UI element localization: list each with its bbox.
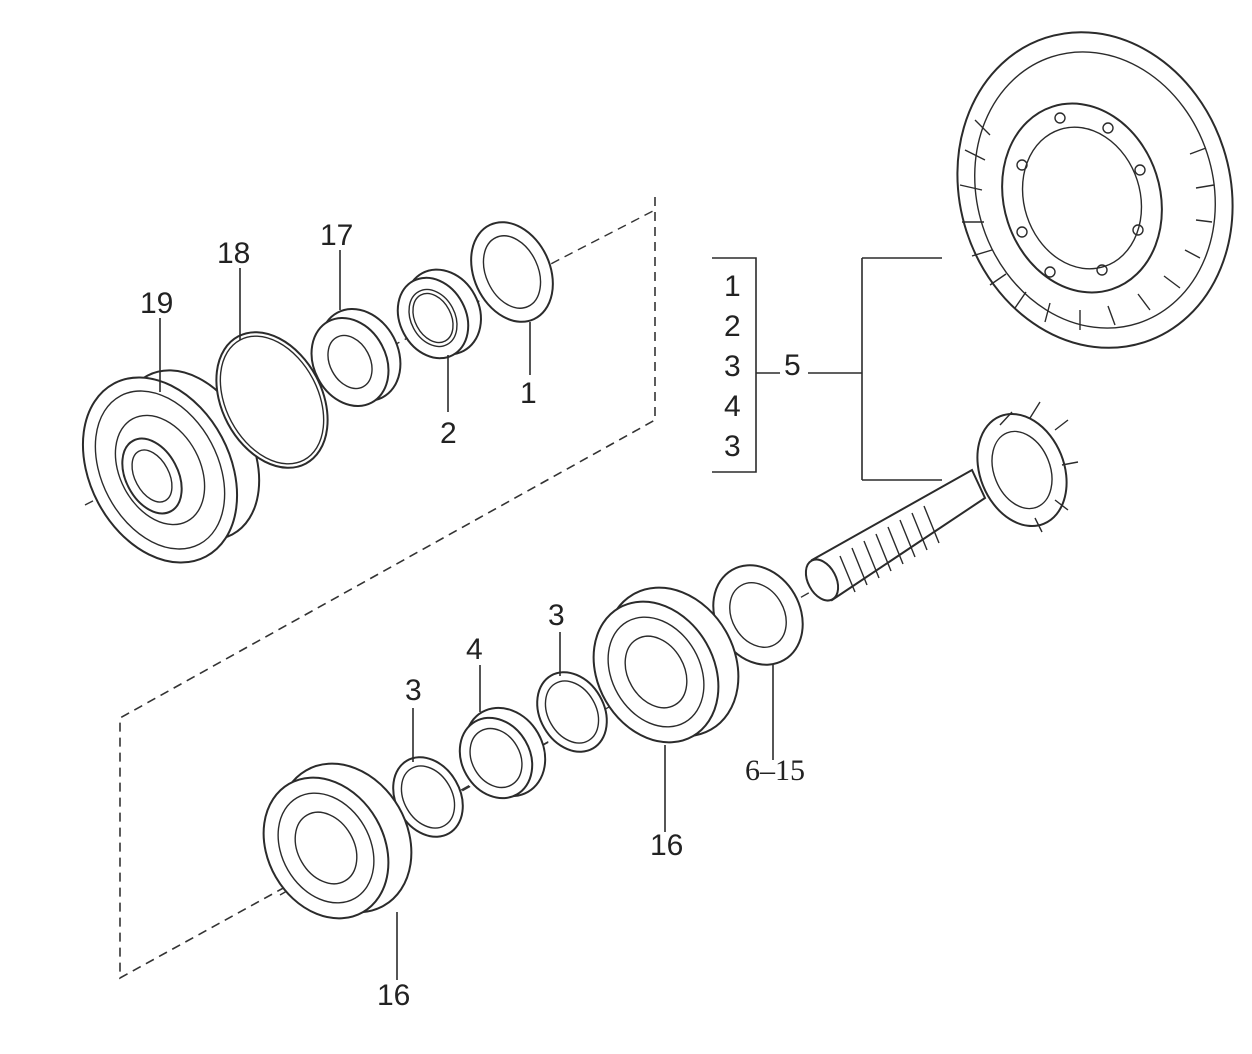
label-3-lower: 3 [405, 674, 422, 707]
kit-list-item-3: 3 [724, 350, 741, 383]
bearing-lower-part [262, 762, 413, 920]
assembly-boundary-frame [119, 197, 656, 980]
bearing-cup-part [310, 308, 402, 407]
leader-lines [159, 250, 942, 980]
label-17: 17 [320, 219, 353, 252]
label-5: 5 [784, 349, 801, 382]
label-18: 18 [217, 237, 250, 270]
label-2: 2 [440, 417, 457, 450]
label-19: 19 [140, 287, 173, 320]
spacer-sleeve-part [458, 706, 547, 800]
kit-list-item-1: 1 [724, 270, 741, 303]
lock-washer-part [470, 221, 554, 323]
kit-list-item-4: 4 [724, 390, 741, 423]
kit-list-item-5: 3 [724, 430, 741, 463]
kit-list-item-2: 2 [724, 310, 741, 343]
label-16-upper: 16 [650, 829, 683, 862]
slotted-nut-part [396, 268, 482, 360]
pinion-shaft-part [804, 401, 1079, 602]
bearing-upper-part [592, 586, 740, 744]
label-4: 4 [466, 633, 483, 666]
ring-gear-part [956, 31, 1234, 349]
label-6-15: 6–15 [745, 754, 805, 787]
spacer-ring-3c-part [536, 671, 608, 753]
label-3-upper: 3 [548, 599, 565, 632]
label-1: 1 [520, 377, 537, 410]
label-16-lower: 16 [377, 979, 410, 1012]
